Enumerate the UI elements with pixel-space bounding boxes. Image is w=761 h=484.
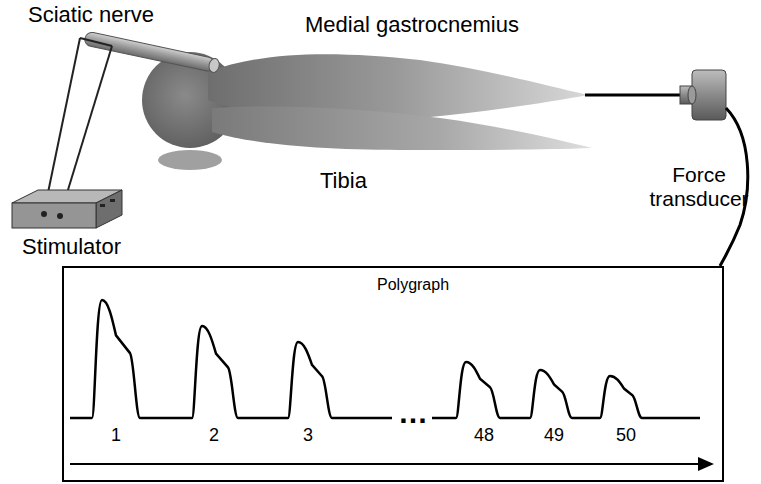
trace-number: 49	[544, 426, 564, 446]
trace-number: 2	[209, 426, 219, 446]
time-axis	[70, 463, 700, 465]
twitch-traces	[70, 300, 700, 418]
trace-number: …	[398, 396, 428, 429]
twitch-trace	[432, 362, 700, 418]
part-label: Sciatic nerve	[28, 2, 154, 27]
fibula-head	[158, 150, 222, 170]
tendon-line	[585, 94, 680, 97]
part-label: Stimulator	[22, 234, 121, 259]
trace-number: 1	[111, 426, 121, 446]
panel-title: Polygraph	[377, 276, 449, 294]
trace-number: 3	[303, 426, 313, 446]
stimulator-box	[12, 190, 122, 228]
force-transducer	[680, 70, 726, 120]
arrow-head	[698, 457, 714, 471]
trace-number: 50	[616, 426, 636, 446]
polygraph-panel: Polygraph 1 2 3 … 48 49 50	[62, 266, 724, 482]
electrode-wires	[44, 38, 112, 216]
part-label: Force transducer	[643, 163, 755, 211]
tibia-bone	[212, 106, 592, 150]
part-label: Tibia	[320, 168, 367, 193]
twitch-trace	[70, 300, 392, 418]
nerve-tube	[84, 31, 221, 73]
trace-number: 48	[474, 426, 494, 446]
signal-cable	[720, 108, 748, 266]
part-label: Medial gastrocnemius	[305, 12, 519, 37]
